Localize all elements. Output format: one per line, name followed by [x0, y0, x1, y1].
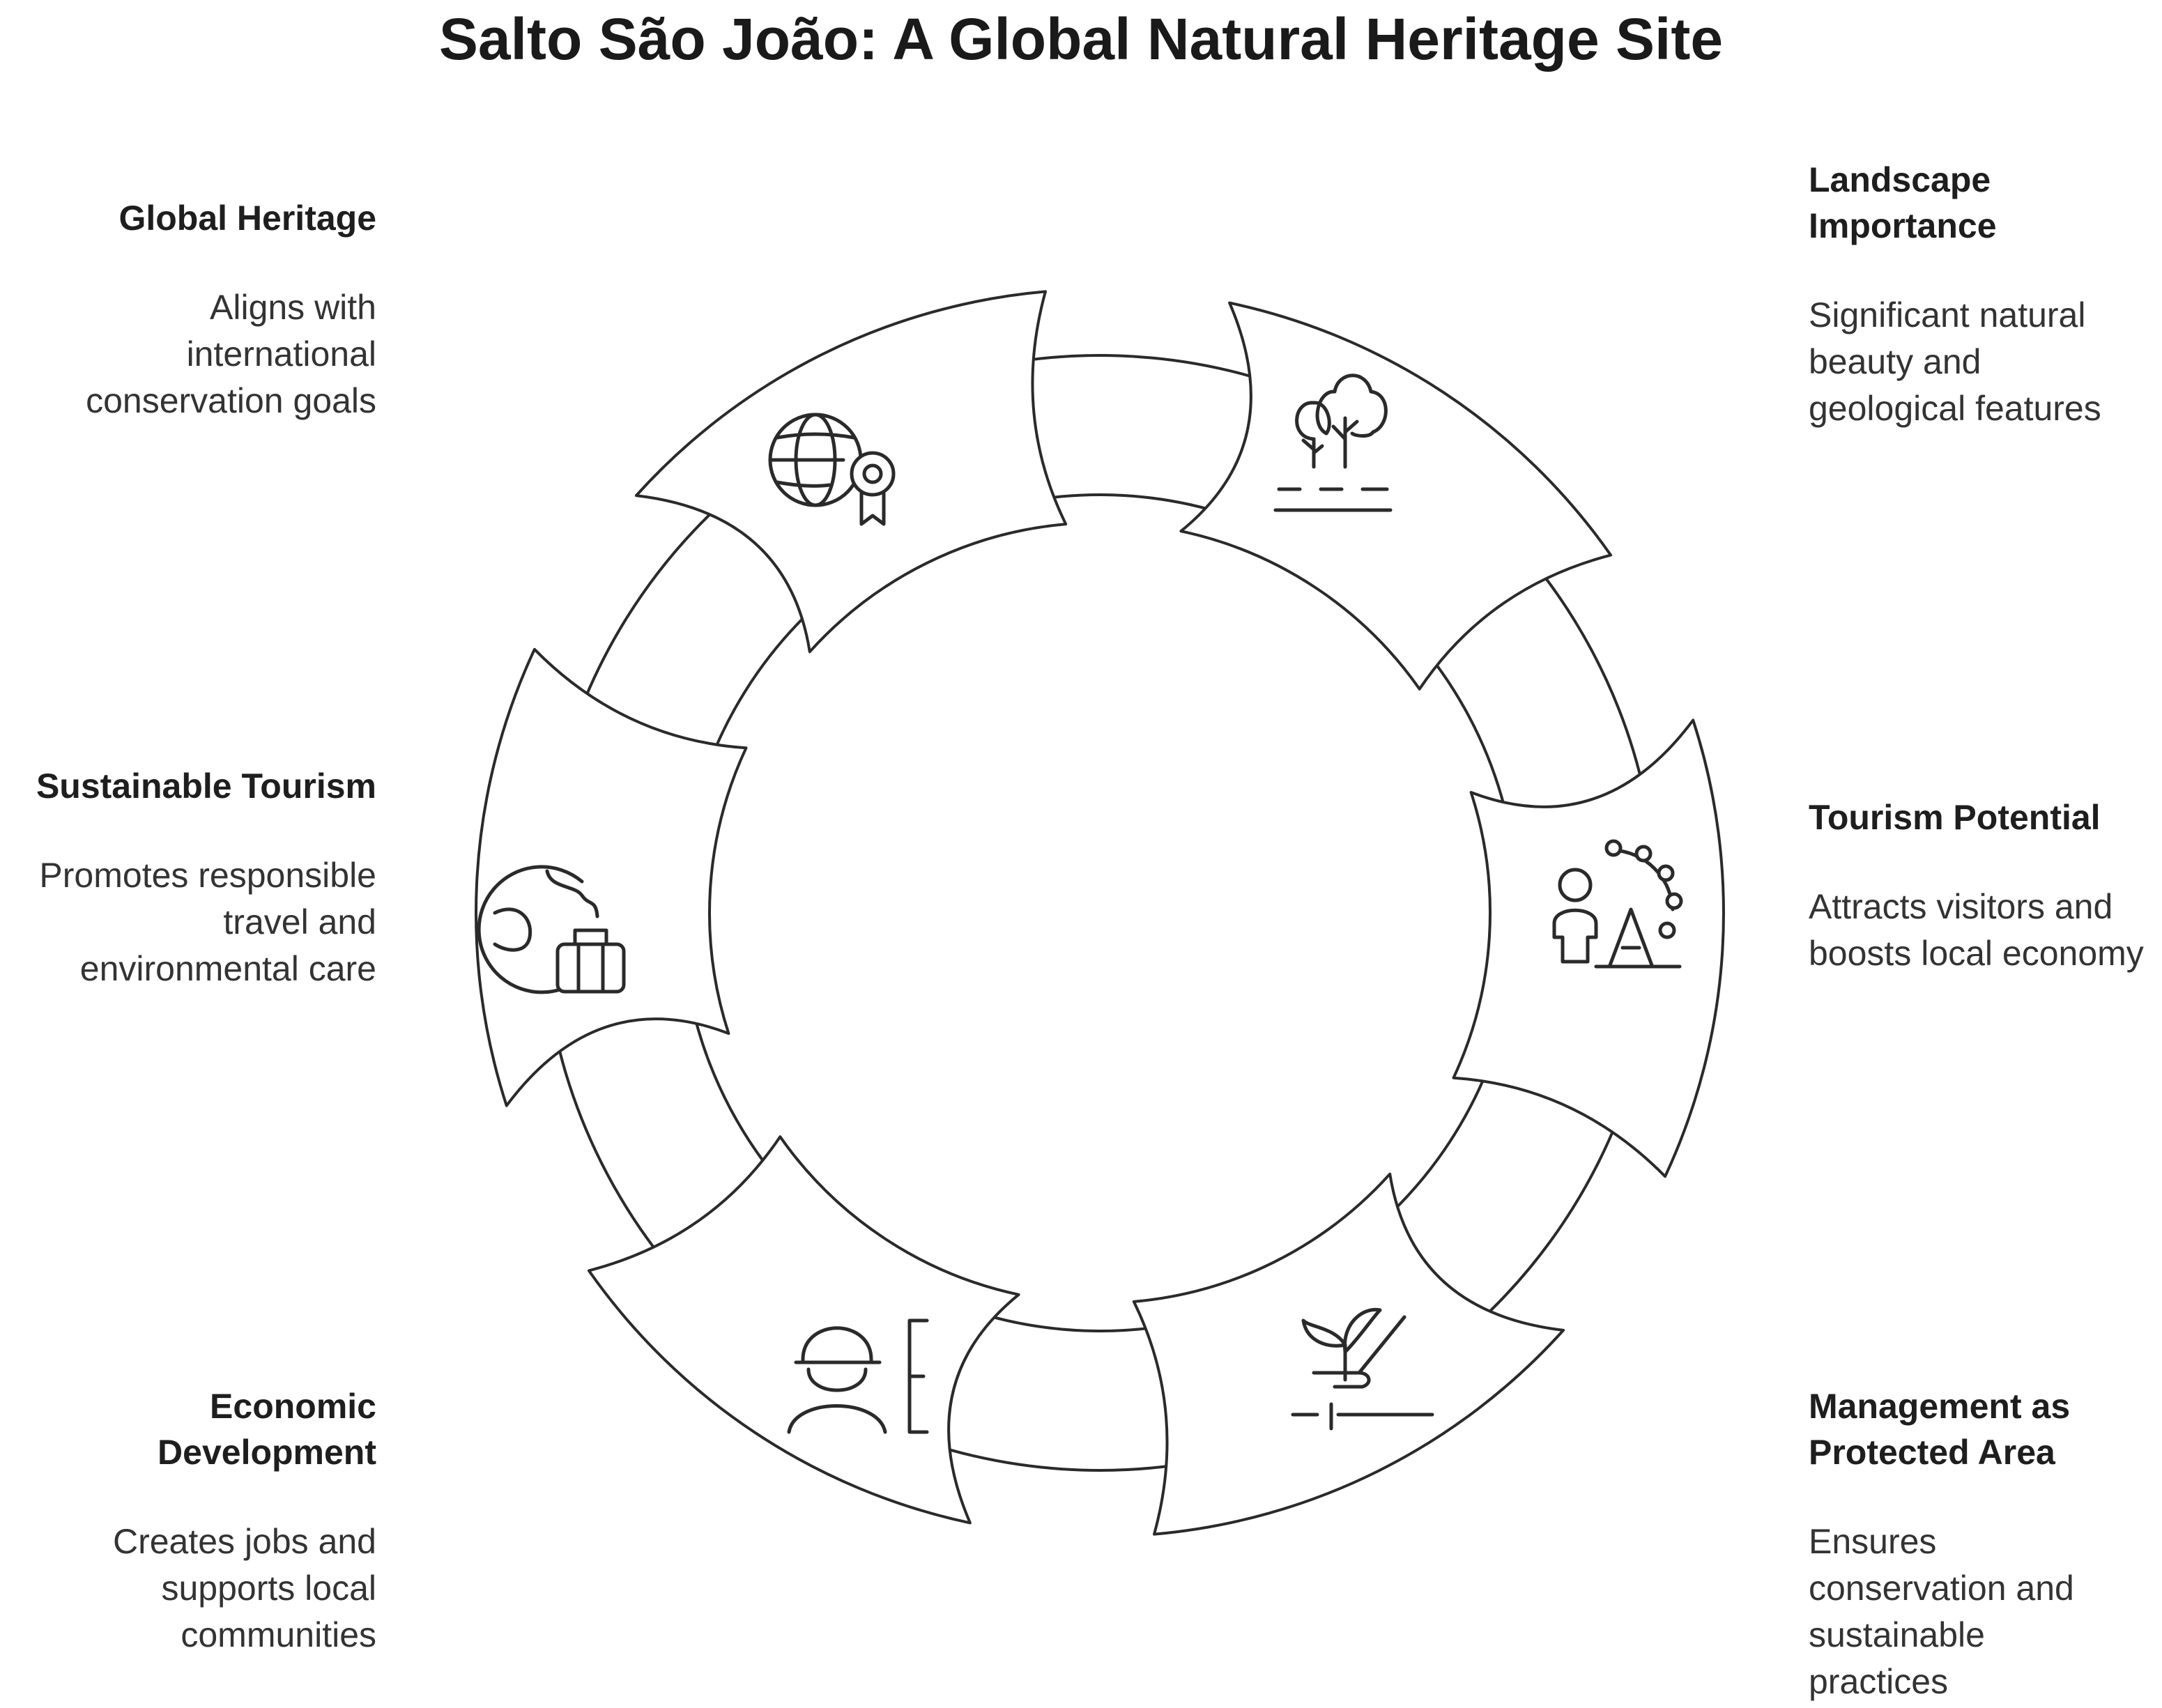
label-economic-development: Economic Development Creates jobs and su… — [14, 1383, 376, 1659]
worker-icon — [787, 1318, 929, 1434]
label-title: Management as Protected Area — [1809, 1387, 2071, 1472]
label-title: Sustainable Tourism — [36, 767, 376, 806]
label-title: Global Heritage — [118, 199, 376, 238]
label-desc: Significant natural beauty and geologica… — [1809, 295, 2101, 428]
page-title: Salto São João: A Global Natural Heritag… — [438, 6, 1724, 72]
ring-segment-4 — [1132, 1172, 1565, 1536]
label-tourism-potential: Tourism Potential Attracts visitors and … — [1809, 794, 2162, 977]
ring-segment-2 — [1179, 301, 1613, 691]
label-desc: Aligns with international conservation g… — [86, 288, 376, 420]
ring-segments — [475, 290, 1725, 1536]
tourist-attraction-icon — [1552, 839, 1683, 969]
plant-hand-icon — [1291, 1307, 1434, 1431]
trees-landscape-icon — [1273, 374, 1393, 512]
label-management-protected-area: Management as Protected Area Ensures con… — [1809, 1383, 2162, 1705]
label-global-heritage: Global Heritage Aligns with internationa… — [14, 195, 376, 424]
label-landscape-importance: Landscape Importance Significant natural… — [1809, 157, 2162, 432]
label-title: Tourism Potential — [1809, 798, 2101, 837]
label-desc: Promotes responsible travel and environm… — [39, 856, 376, 988]
label-title: Economic Development — [158, 1387, 376, 1472]
label-sustainable-tourism: Sustainable Tourism Promotes responsible… — [14, 763, 376, 992]
label-desc: Attracts visitors and boosts local econo… — [1809, 887, 2144, 973]
globe-luggage-icon — [477, 865, 626, 994]
label-desc: Creates jobs and supports local communit… — [112, 1522, 376, 1654]
label-title: Landscape Importance — [1809, 160, 1997, 245]
label-desc: Ensures conservation and sustainable pra… — [1809, 1522, 2074, 1701]
globe-award-icon — [768, 413, 896, 526]
